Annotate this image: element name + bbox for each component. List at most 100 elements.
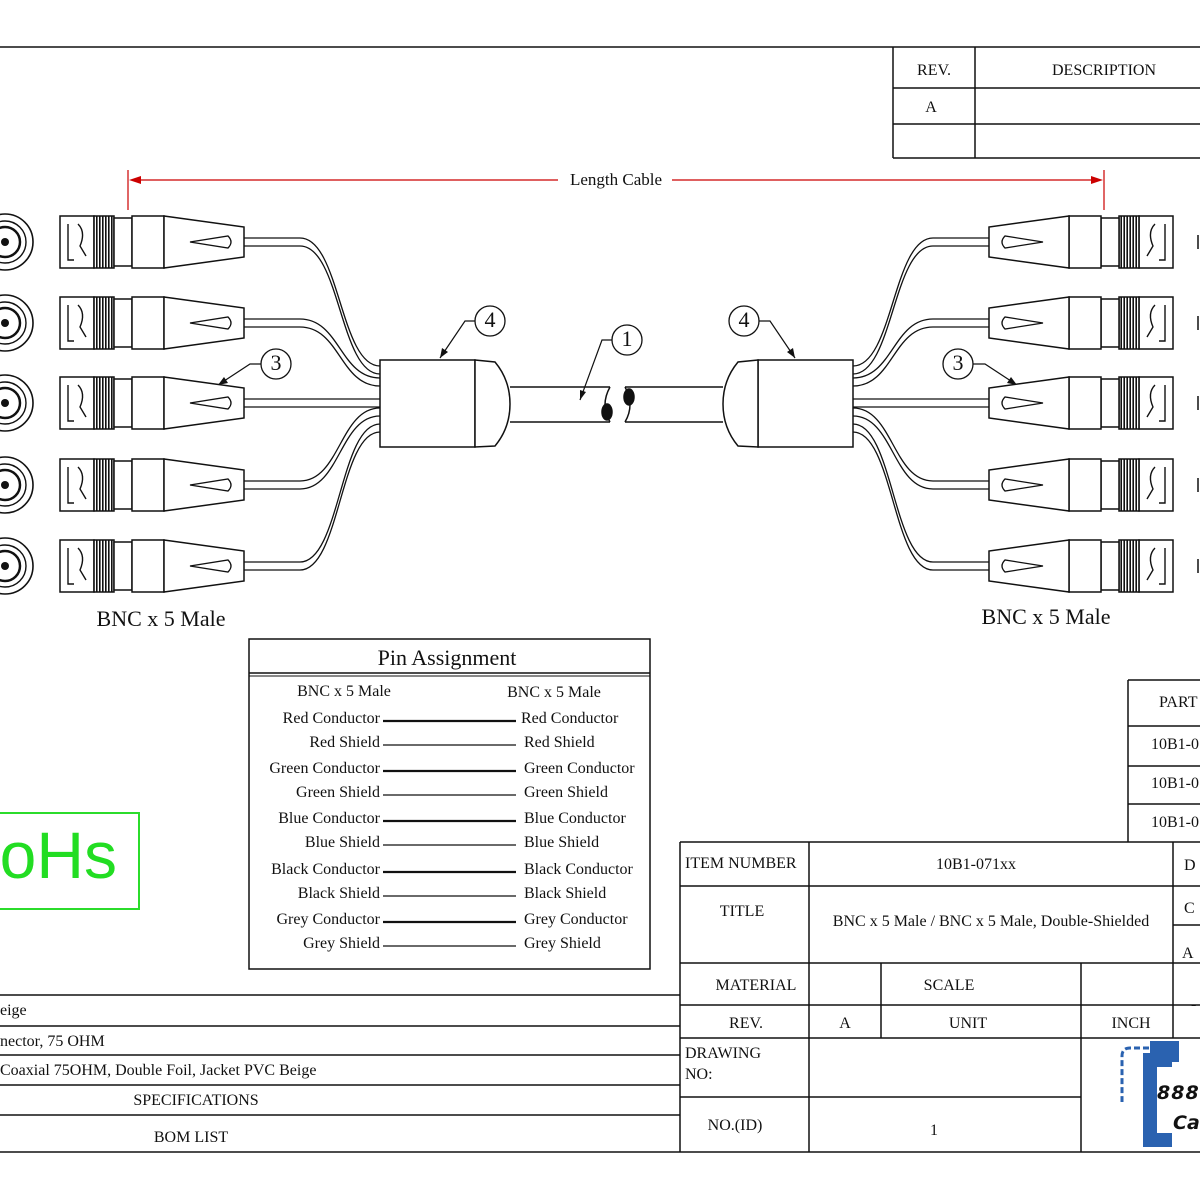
knurled-ring — [93, 296, 115, 350]
callout-arrowheads — [218, 348, 1017, 400]
pin-right-label: Grey Conductor — [524, 911, 628, 928]
rev-value: A — [925, 99, 937, 116]
wire-right — [852, 245, 989, 375]
boot-window — [189, 235, 232, 249]
bnc-connector — [988, 376, 1174, 430]
unit-label: UNIT — [948, 1015, 988, 1032]
bayonet-slot — [67, 304, 87, 342]
pin-right-label: Red Shield — [524, 734, 595, 751]
wire-right — [852, 326, 989, 387]
scale-label: SCALE — [923, 977, 975, 994]
wire-left — [244, 415, 381, 490]
left-wire-bundle — [244, 237, 381, 571]
wire-left — [244, 407, 381, 482]
boot-window — [189, 478, 232, 492]
logo-number: 888 — [1157, 1082, 1200, 1104]
knurled-ring — [1118, 458, 1140, 512]
right-wire-bundle — [852, 237, 989, 571]
strain-relief — [163, 296, 245, 350]
bnc-connector — [988, 539, 1174, 593]
bayonet-slot — [67, 223, 87, 261]
part-table-grid — [1127, 679, 1200, 842]
strain-relief — [988, 215, 1070, 269]
body-ring — [1100, 541, 1120, 591]
crimp-body — [131, 539, 165, 593]
wire-left — [244, 237, 381, 367]
boot-window — [189, 316, 232, 330]
rohs-badge: oHs — [0, 812, 140, 910]
crimp-body — [1068, 215, 1102, 269]
end-view-ring — [0, 463, 27, 507]
right-cell-3: A — [1182, 945, 1194, 962]
unit-value: INCH — [1111, 1015, 1151, 1032]
end-view-pin — [1, 238, 9, 246]
knurled-ring — [93, 539, 115, 593]
crimp-body — [1068, 458, 1102, 512]
right-connector-label: BNC x 5 Male — [981, 604, 1111, 629]
pin-left-label: Black Shield — [297, 885, 380, 902]
pin-left-label: Blue Shield — [304, 834, 380, 851]
bayonet-slot — [67, 547, 87, 585]
bom-list-label: BOM LIST — [153, 1129, 229, 1146]
strain-relief — [163, 376, 245, 430]
specifications-label: SPECIFICATIONS — [133, 1092, 259, 1109]
end-view-dielectric — [0, 225, 22, 259]
length-cable-label: Length Cable — [567, 170, 665, 189]
pin-right-header: BNC x 5 Male — [507, 684, 601, 701]
pin-left-header: BNC x 5 Male — [297, 683, 391, 700]
bnc-connector — [988, 296, 1174, 350]
strain-relief — [163, 539, 245, 593]
boot-window — [1001, 316, 1044, 330]
left-splitter-boot — [379, 359, 511, 448]
body-ring — [113, 378, 133, 428]
knurled-ring — [1118, 539, 1140, 593]
crimp-body — [131, 296, 165, 350]
strain-relief — [988, 539, 1070, 593]
bayonet-end — [1138, 539, 1174, 593]
crimp-body — [131, 458, 165, 512]
material-label: MATERIAL — [715, 977, 797, 994]
wire-right — [852, 237, 989, 367]
callout-circles — [260, 305, 974, 380]
bayonet-slot — [67, 466, 87, 504]
boot-window — [1001, 396, 1044, 410]
bnc-connector — [59, 376, 245, 430]
boot-window — [189, 396, 232, 410]
end-view-ring — [0, 544, 27, 588]
body-ring — [1100, 378, 1120, 428]
knurled-ring — [1118, 215, 1140, 269]
body-ring — [113, 298, 133, 348]
end-view-pin — [1, 319, 9, 327]
part-row-1: 10B1-0 — [1151, 736, 1199, 753]
end-view-pin — [1, 399, 9, 407]
bnc-connector — [59, 458, 245, 512]
bayonet-end — [1138, 296, 1174, 350]
end-view-ring — [0, 301, 27, 345]
callout-1: 1 — [621, 326, 633, 351]
wire-right — [852, 423, 989, 563]
bayonet-end — [59, 376, 95, 430]
strain-relief — [988, 458, 1070, 512]
boot-window — [1001, 478, 1044, 492]
body-ring — [113, 541, 133, 591]
bayonet-slot — [1146, 384, 1166, 422]
crimp-body — [1068, 539, 1102, 593]
strain-relief — [988, 376, 1070, 430]
pin-right-label: Blue Conductor — [524, 810, 626, 827]
body-ring — [1100, 298, 1120, 348]
callout-3-left: 3 — [270, 350, 282, 375]
bom-row-3: Coaxial 75OHM, Double Foil, Jacket PVC B… — [0, 1062, 317, 1079]
boot-window — [189, 559, 232, 573]
bom-row-1: eige — [0, 1002, 27, 1019]
item-number-value: 10B1-071xx — [936, 856, 1016, 873]
pin-left-label: Blue Conductor — [278, 810, 380, 827]
left-connector-label: BNC x 5 Male — [96, 606, 226, 631]
bnc-connector — [59, 215, 245, 269]
drawing-no-label: DRAWING NO: — [685, 1045, 762, 1083]
wire-left — [244, 245, 381, 375]
body-ring — [1100, 217, 1120, 267]
end-view-pin — [1, 562, 9, 570]
wire-left — [244, 431, 381, 571]
strain-relief — [988, 296, 1070, 350]
pin-right-label: Green Shield — [524, 784, 608, 801]
